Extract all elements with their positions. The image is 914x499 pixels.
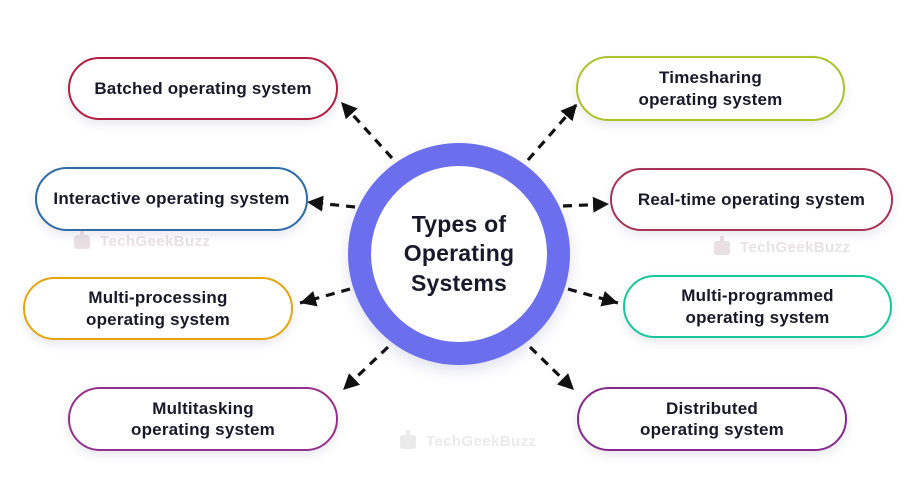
arrow-to-timesharing <box>526 102 579 162</box>
arrow-to-multi-programmed <box>567 287 619 307</box>
arrow-to-interactive <box>306 195 356 212</box>
node-multi-programmed: Multi-programmed operating system <box>623 275 892 338</box>
node-label: Batched operating system <box>94 78 312 98</box>
node-real-time: Real-time operating system <box>610 168 893 231</box>
node-multi-processing: Multi-processing operating system <box>23 277 293 340</box>
node-distributed: Distributed operating system <box>577 387 847 451</box>
node-label: Timesharing operating system <box>638 68 783 109</box>
techgeekbuzz-logo-icon <box>714 236 730 255</box>
center-circle: Types of Operating Systems <box>348 143 570 365</box>
watermark: TechGeekBuzz <box>712 236 850 258</box>
arrow-to-batched <box>339 100 394 160</box>
techgeekbuzz-logo-icon <box>74 230 90 249</box>
node-label: Multitasking operating system <box>131 398 275 439</box>
watermark-label: TechGeekBuzz <box>426 432 537 450</box>
watermark-label: TechGeekBuzz <box>740 238 851 256</box>
node-label: Real-time operating system <box>637 189 866 209</box>
arrow-to-multitasking <box>341 345 390 392</box>
node-timesharing: Timesharing operating system <box>576 56 845 121</box>
node-batched: Batched operating system <box>68 57 338 120</box>
arrow-to-distributed <box>528 345 576 392</box>
node-interactive: Interactive operating system <box>35 167 308 231</box>
node-label: Distributed operating system <box>640 398 784 439</box>
arrow-to-multi-processing <box>299 287 351 307</box>
techgeekbuzz-logo-icon <box>400 430 416 449</box>
arrow-to-real-time <box>562 196 610 213</box>
node-multitasking: Multitasking operating system <box>68 387 338 451</box>
node-label: Multi-programmed operating system <box>681 286 834 327</box>
node-label: Multi-processing operating system <box>86 288 230 329</box>
watermark-label: TechGeekBuzz <box>100 232 211 250</box>
diagram-title: Types of Operating Systems <box>403 210 515 296</box>
watermark: TechGeekBuzz <box>398 430 536 452</box>
watermark: TechGeekBuzz <box>72 230 210 252</box>
node-label: Interactive operating system <box>53 189 290 209</box>
